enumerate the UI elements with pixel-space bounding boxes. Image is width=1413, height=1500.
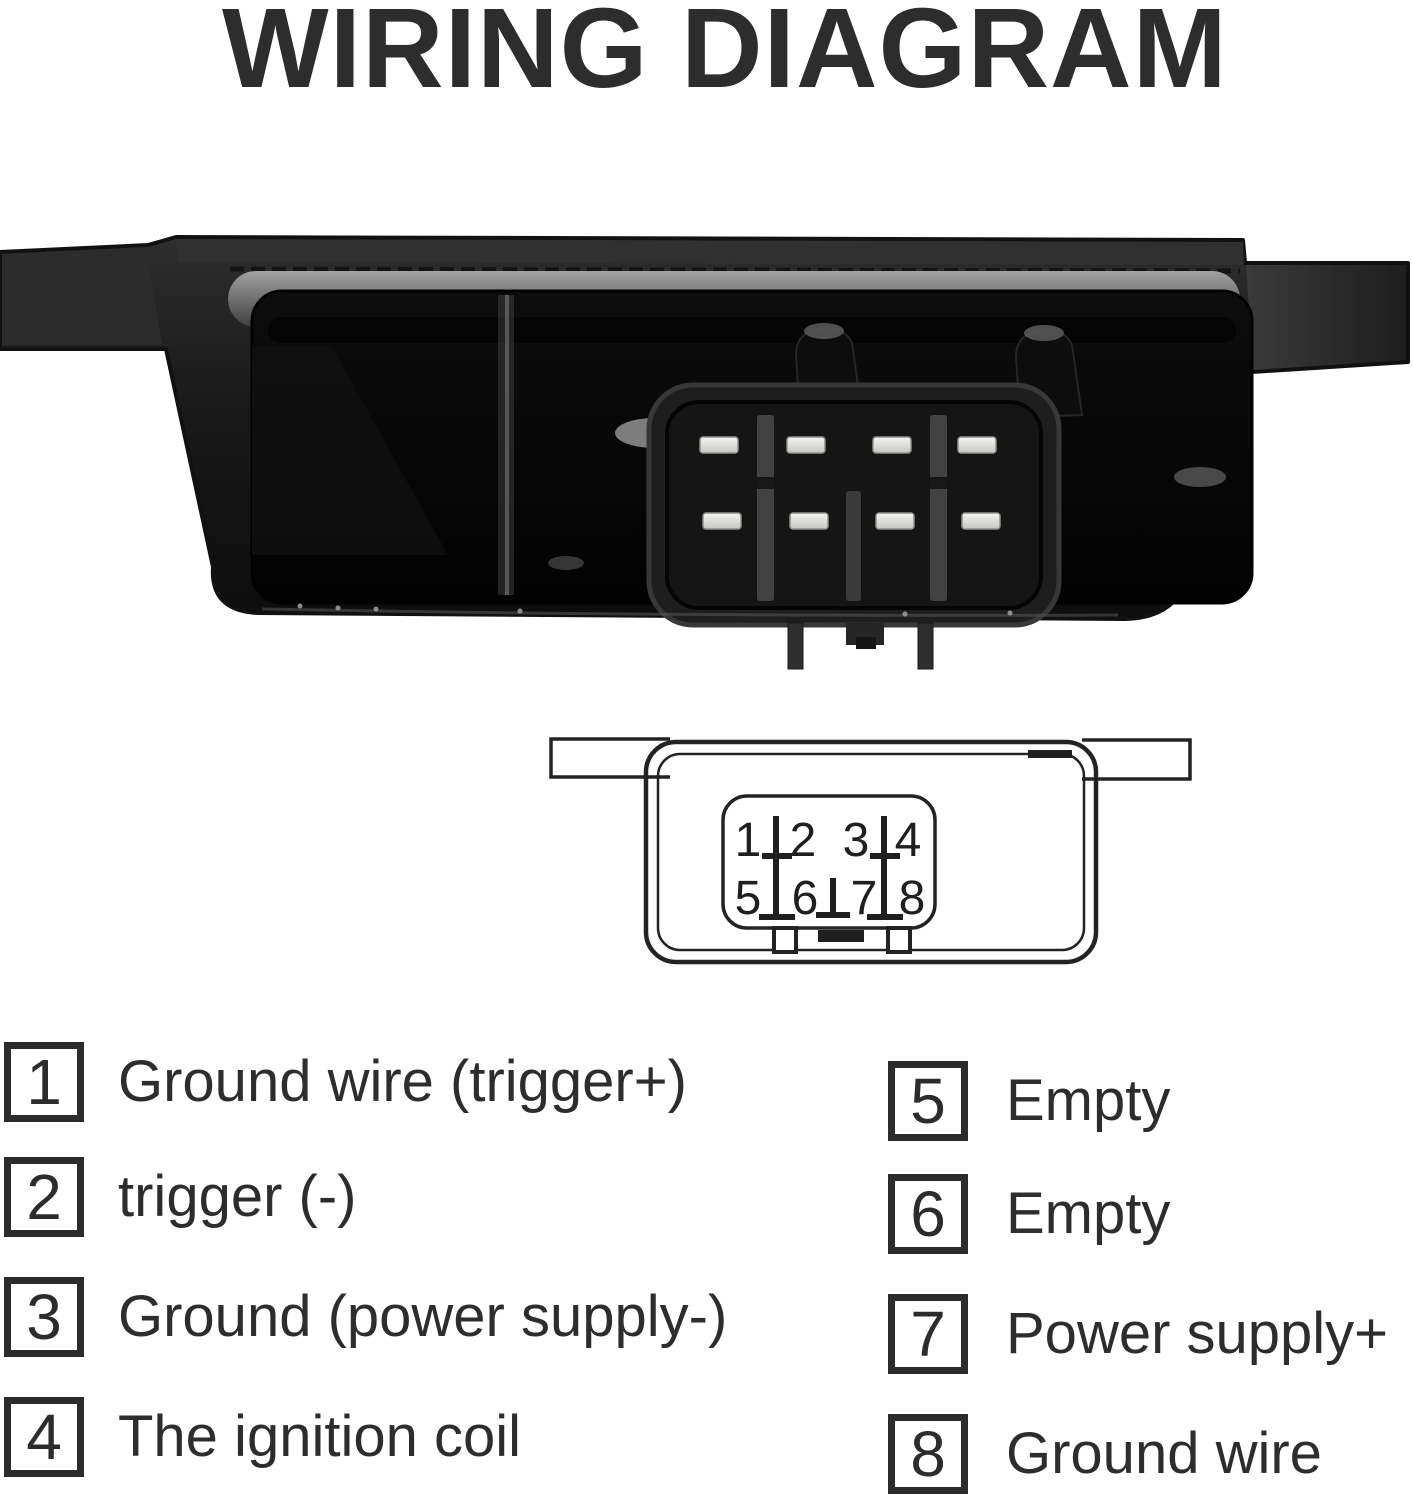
pin-number-box: 8 <box>888 1414 968 1494</box>
legend-item-3: 3 Ground (power supply-) <box>4 1277 727 1357</box>
connector-pins <box>699 436 1001 530</box>
pin-function-label: Ground wire <box>1006 1421 1322 1486</box>
schematic-left-wing <box>549 737 670 779</box>
pin-number-6: 6 <box>792 872 819 925</box>
bottom-rim-highlight <box>261 607 1119 617</box>
schematic-key-marks <box>759 816 903 920</box>
pin-number-3: 3 <box>843 814 870 867</box>
pin-number-1: 1 <box>735 814 762 867</box>
pin-function-label: Empty <box>1006 1068 1171 1133</box>
pin-number-box: 2 <box>4 1157 84 1237</box>
epoxy-chips <box>297 603 1013 617</box>
legend-item-5: 5 Empty <box>888 1061 1170 1141</box>
pin-number-5: 5 <box>735 872 762 925</box>
schematic-tick-mark <box>1028 750 1072 758</box>
legend-item-2: 2 trigger (-) <box>4 1157 356 1237</box>
connector-8pin <box>646 382 1062 670</box>
pin-number-box: 7 <box>888 1294 968 1374</box>
legend-item-6: 6 Empty <box>888 1174 1170 1254</box>
pin-number-box: 1 <box>4 1042 84 1122</box>
pinout-schematic: 1 2 3 4 5 6 7 8 <box>549 737 1192 965</box>
schematic-pin-numbers: 1 2 3 4 5 6 7 8 <box>735 814 926 925</box>
pin-number-4: 4 <box>895 814 922 867</box>
legend-item-7: 7 Power supply+ <box>888 1294 1388 1374</box>
pin-number-box: 4 <box>4 1397 84 1477</box>
pin-number-box: 6 <box>888 1174 968 1254</box>
pin-number-box: 3 <box>4 1277 84 1357</box>
schematic-right-wing <box>1082 738 1192 781</box>
pin-number-8: 8 <box>899 872 926 925</box>
page-title: WIRING DIAGRAM <box>222 0 1228 111</box>
pin-number-box: 5 <box>888 1061 968 1141</box>
top-lip <box>176 239 1244 265</box>
pin-number-2: 2 <box>790 814 817 867</box>
legend-item-8: 8 Ground wire <box>888 1414 1322 1494</box>
pin-function-label: Ground wire (trigger+) <box>118 1049 687 1114</box>
pin-function-label: Power supply+ <box>1006 1301 1389 1366</box>
schematic-pegs <box>772 926 912 954</box>
pin-function-label: trigger (-) <box>118 1164 357 1229</box>
right-mounting-wing <box>1246 265 1406 370</box>
pin-function-label: Ground (power supply-) <box>118 1284 728 1349</box>
epoxy-seam <box>229 266 1241 274</box>
legend-item-4: 4 The ignition coil <box>4 1397 521 1477</box>
schematic-body-inner-line <box>656 752 1086 952</box>
connector-pegs <box>787 622 934 670</box>
connector-ribs <box>757 415 947 601</box>
product-photo <box>0 235 1410 670</box>
pin-function-label: The ignition coil <box>118 1404 521 1469</box>
legend-item-1: 1 Ground wire (trigger+) <box>4 1042 687 1122</box>
pin-function-label: Empty <box>1006 1181 1171 1246</box>
left-mounting-wing <box>2 247 162 345</box>
